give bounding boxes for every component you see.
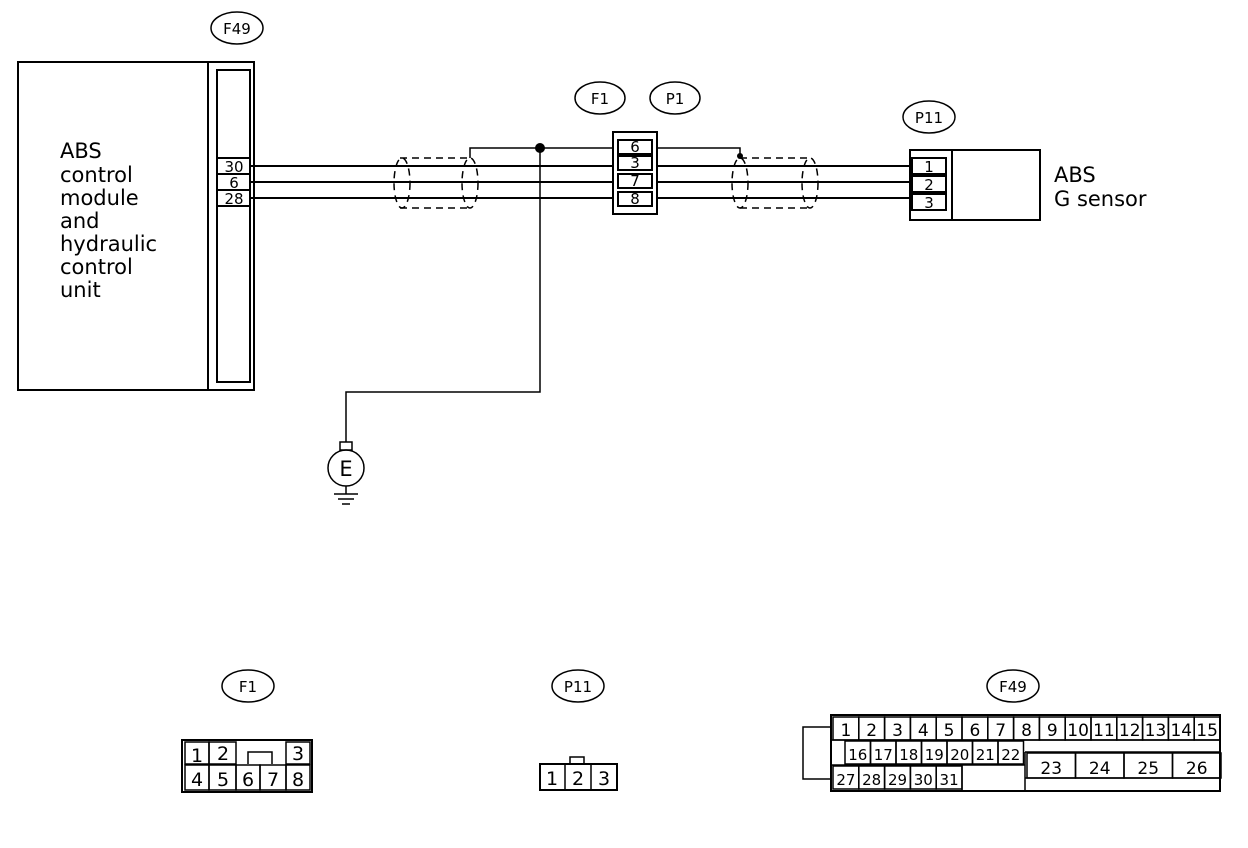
svg-text:1: 1 (924, 158, 934, 176)
svg-text:control: control (60, 163, 133, 187)
shield-left (393, 157, 479, 209)
f49-pin-label: 29 (888, 771, 907, 789)
f49-pin-label: 28 (862, 771, 881, 789)
f49-pin-label: 30 (914, 771, 933, 789)
svg-text:P11: P11 (564, 678, 592, 696)
svg-text:1: 1 (191, 745, 203, 767)
f1-connector-face: 1 2 3 4 5 6 7 8 (181, 739, 313, 793)
f49-pin-label: 4 (918, 721, 929, 741)
f49-pin-label: 3 (892, 721, 903, 741)
svg-text:3: 3 (630, 154, 640, 172)
tag-p11-top: P11 (902, 100, 956, 134)
f49-pin-label: 15 (1196, 721, 1218, 741)
svg-text:6: 6 (229, 174, 239, 192)
f49-pin-cell (1193, 716, 1221, 741)
svg-text:E: E (339, 457, 352, 481)
abs-control-module: ABS control module and hydraulic control… (17, 61, 255, 391)
f49-pin-label: 21 (976, 746, 995, 764)
svg-text:6: 6 (242, 769, 254, 791)
svg-text:28: 28 (224, 190, 243, 208)
svg-text:G sensor: G sensor (1054, 187, 1147, 211)
f49-pin-label: 9 (1047, 721, 1058, 741)
f49-pin-label: 2 (866, 721, 877, 741)
svg-text:3: 3 (924, 194, 934, 212)
svg-text:2: 2 (572, 768, 584, 790)
junction-connector: 6 3 7 8 (612, 131, 658, 215)
svg-text:F1: F1 (591, 90, 609, 108)
svg-text:2: 2 (924, 176, 934, 194)
svg-text:8: 8 (630, 190, 640, 208)
tag-p1-top: P1 (649, 81, 701, 115)
f49-pin-label: 18 (899, 746, 918, 764)
f49-row3-pins: 27 28 29 30 31 (832, 765, 963, 790)
f49-pin-label: 7 (995, 721, 1006, 741)
svg-text:module: module (60, 186, 139, 210)
f49-pin-label: 17 (874, 746, 893, 764)
f49-pin-label: 8 (1021, 721, 1032, 741)
p11-connector-face: 1 2 3 (539, 756, 618, 791)
svg-text:3: 3 (598, 768, 610, 790)
svg-text:1: 1 (546, 768, 558, 790)
svg-text:and: and (60, 209, 100, 233)
f49-pin-label: 11 (1093, 721, 1115, 741)
svg-text:5: 5 (217, 769, 229, 791)
svg-text:F1: F1 (239, 678, 257, 696)
f49-pin-label: 23 (1040, 759, 1062, 779)
svg-text:unit: unit (60, 278, 101, 302)
svg-text:4: 4 (191, 769, 203, 791)
f49-pin-label: 13 (1145, 721, 1167, 741)
svg-text:6: 6 (630, 138, 640, 156)
shield-right (731, 157, 819, 209)
f49-pin-cell (997, 740, 1025, 765)
svg-text:ABS: ABS (60, 139, 102, 163)
f49-pin-label: 27 (836, 771, 855, 789)
svg-text:ABS: ABS (1054, 163, 1096, 187)
svg-text:2: 2 (217, 743, 229, 765)
tag-f49-top: F49 (210, 11, 264, 45)
f49-pin-label: 12 (1119, 721, 1141, 741)
svg-text:hydraulic: hydraulic (60, 232, 157, 256)
f49-row2-big-pins: 23 24 25 26 (1026, 752, 1222, 779)
f49-pin-label: 25 (1137, 759, 1159, 779)
svg-text:P1: P1 (666, 90, 685, 108)
svg-text:P11: P11 (915, 109, 943, 127)
f49-pin-label: 16 (848, 746, 867, 764)
svg-text:control: control (60, 255, 133, 279)
svg-text:3: 3 (292, 743, 304, 765)
ground-symbol: E (327, 441, 365, 505)
f49-pin-label: 6 (969, 721, 980, 741)
svg-text:F49: F49 (999, 678, 1027, 696)
f49-pin-label: 5 (944, 721, 955, 741)
f49-pin-label: 20 (950, 746, 969, 764)
tag-p11-bottom: P11 (551, 669, 605, 703)
f49-row2-pins: 16 17 18 19 20 21 22 (844, 740, 1025, 765)
svg-text:30: 30 (224, 158, 243, 176)
f49-pin-label: 19 (925, 746, 944, 764)
f49-pin-cell (1171, 752, 1222, 779)
f49-pin-label: 14 (1170, 721, 1192, 741)
svg-text:F49: F49 (223, 20, 251, 38)
wires (250, 143, 912, 442)
f49-pin-label: 31 (940, 771, 959, 789)
f49-pin-cell (935, 765, 963, 790)
svg-text:8: 8 (292, 769, 304, 791)
f49-pin-label: 26 (1186, 759, 1208, 779)
tag-f1-top: F1 (574, 81, 626, 115)
f49-pin-label: 22 (1001, 746, 1020, 764)
f49-pin-label: 1 (840, 721, 851, 741)
f49-pin-label: 24 (1089, 759, 1111, 779)
abs-module-pins: 30 6 28 (216, 157, 251, 208)
abs-g-sensor: 1 2 3 ABS G sensor (909, 149, 1147, 221)
svg-text:7: 7 (630, 172, 640, 190)
svg-text:7: 7 (267, 769, 279, 791)
tag-f49-bottom: F49 (986, 669, 1040, 703)
f49-pin-label: 10 (1067, 721, 1089, 741)
tag-f1-bottom: F1 (221, 669, 275, 703)
